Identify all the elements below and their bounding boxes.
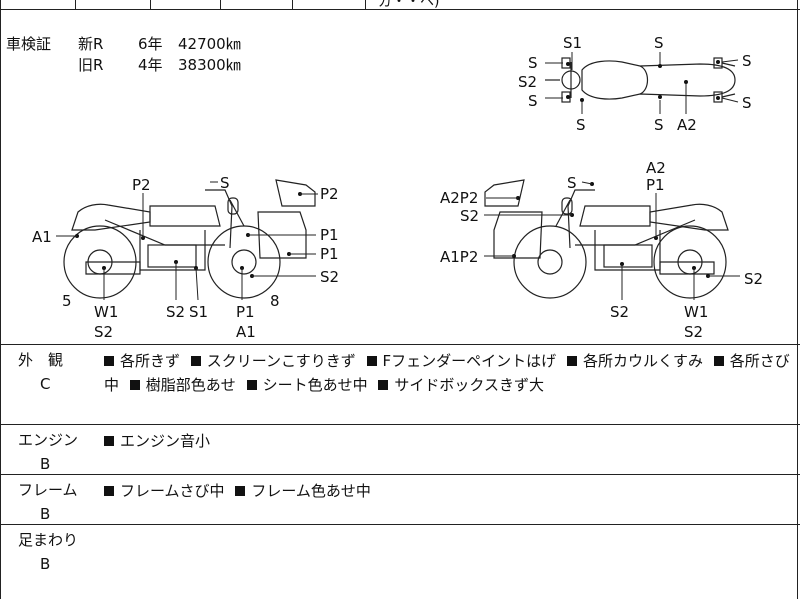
label-top-s-left-b: S	[528, 92, 538, 110]
condition-item: シート色あせ中	[246, 376, 368, 394]
label-left-s2-right: S2	[320, 268, 339, 286]
condition-item: スクリーンこすりきず	[190, 352, 356, 370]
label-left-p1-b: P1	[320, 245, 339, 263]
condition-item: エンジン音小	[104, 432, 210, 450]
old-tag: 旧R	[78, 56, 104, 74]
new-tag: 新R	[78, 35, 104, 53]
section-engine-label: エンジン B	[18, 429, 82, 475]
condition-sections: 外 観 C 各所きず スクリーンこすりきず Fフェンダーペイントはげ 各所カウル…	[0, 344, 800, 600]
condition-item: フレーム色あせ中	[235, 482, 371, 500]
section-exterior-items: 各所きず スクリーンこすりきず Fフェンダーペイントはげ 各所カウルくすみ 各所…	[104, 349, 794, 397]
label-left-a1: A1	[32, 228, 52, 246]
label-top-a2: A2	[677, 116, 697, 134]
section-engine-title: エンジン	[18, 431, 79, 449]
condition-item: Fフェンダーペイントはげ	[366, 352, 556, 370]
section-frame-title: フレーム	[18, 481, 78, 499]
condition-item: 各所きず	[104, 352, 180, 370]
label-left-p1-bottom: P1	[236, 303, 255, 321]
label-top-s-bottom-a: S	[576, 116, 586, 134]
section-engine-items: エンジン音小	[104, 429, 794, 453]
label-right-a2: A2	[646, 159, 666, 177]
label-top-s-left-a: S	[528, 54, 538, 72]
section-exterior-label: 外 観 C	[18, 349, 82, 395]
label-left-five: 5	[62, 292, 72, 310]
condition-item: サイドボックスきず大	[378, 376, 544, 394]
label-top-s-right-b: S	[742, 94, 752, 112]
old-years: 4年	[138, 56, 163, 74]
top-table-strip: ガ・・ヘ)	[0, 0, 800, 10]
label-left-s1-mid: S1	[189, 303, 208, 321]
new-km: 42700㎞	[178, 35, 241, 53]
label-right-s2-screen: S2	[460, 207, 479, 225]
label-left-s2-mid: S2	[166, 303, 185, 321]
label-left-p2-screen: P2	[320, 185, 339, 203]
top-view-markers	[566, 60, 720, 102]
label-right-w1: W1	[684, 303, 708, 321]
label-top-s2-left: S2	[518, 73, 537, 91]
label-left-eight: 8	[270, 292, 280, 310]
section-exterior: 外 観 C 各所きず スクリーンこすりきず Fフェンダーペイントはげ 各所カウル…	[0, 344, 800, 424]
label-right-s2-rear: S2	[744, 270, 763, 288]
section-suspension: 足まわり B	[0, 524, 800, 600]
condition-item: 各所さび中	[104, 352, 790, 394]
label-right-a2p2: A2P2	[440, 189, 478, 207]
condition-item: 各所カウルくすみ	[566, 352, 703, 370]
section-engine: エンジン B エンジン音小	[0, 424, 800, 474]
label-top-s-right: S	[654, 34, 664, 52]
section-suspension-grade: B	[40, 555, 51, 573]
condition-item: フレームさび中	[104, 482, 225, 500]
section-engine-grade: B	[40, 455, 51, 473]
condition-item: 樹脂部色あせ	[129, 376, 236, 394]
section-frame: フレーム B フレームさび中 フレーム色あせ中	[0, 474, 800, 524]
top-view-motorcycle-icon	[545, 57, 736, 103]
section-suspension-title: 足まわり	[18, 531, 79, 549]
label-right-s2-w1: S2	[684, 323, 703, 341]
label-left-s-mirror: S	[220, 174, 230, 192]
label-right-a1p2: A1P2	[440, 248, 478, 266]
section-frame-label: フレーム B	[18, 479, 82, 525]
label-top-s-bottom-b: S	[654, 116, 664, 134]
section-exterior-grade: C	[40, 375, 51, 393]
label-right-p1: P1	[646, 176, 665, 194]
damage-diagram: S1 S S S2 S S S A2 S S	[32, 34, 763, 341]
label-top-s1: S1	[563, 34, 582, 52]
section-suspension-label: 足まわり B	[18, 529, 82, 575]
label-right-s2-mid: S2	[610, 303, 629, 321]
new-years: 6年	[138, 35, 163, 53]
section-exterior-title: 外 観	[18, 351, 64, 369]
top-cell-fragment: ガ・・ヘ)	[378, 0, 440, 10]
inspection-info: 車検証 新R 6年 42700㎞ 旧R 4年 38300㎞	[6, 34, 241, 76]
left-side-motorcycle-icon	[63, 179, 316, 299]
section-frame-items: フレームさび中 フレーム色あせ中	[104, 479, 794, 503]
section-frame-grade: B	[40, 505, 51, 523]
label-left-p1-a: P1	[320, 226, 339, 244]
label-left-s2-w1: S2	[94, 323, 113, 341]
label-top-s-right-a: S	[742, 52, 752, 70]
inspection-label: 車検証	[6, 35, 52, 53]
right-side-motorcycle-icon	[484, 179, 729, 299]
label-left-w1: W1	[94, 303, 118, 321]
label-left-p2: P2	[132, 176, 151, 194]
label-right-s-mirror: S	[567, 174, 577, 192]
old-km: 38300㎞	[178, 56, 241, 74]
label-left-a1-bottom: A1	[236, 323, 256, 341]
